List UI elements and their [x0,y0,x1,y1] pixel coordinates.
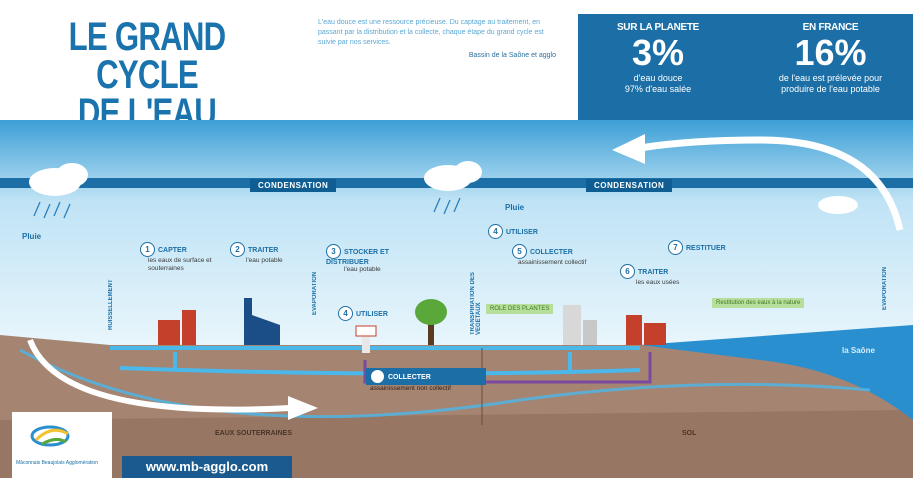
step-4b-number: 4 [338,306,353,321]
tree-icon [415,299,447,345]
intro-source: Bassin de la Saône et agglo [468,52,556,59]
step-3-number: 3 [326,244,341,259]
step-1-number: 1 [140,242,155,257]
step-5b-number: 5 [370,369,385,384]
ruissellement-label: RUISSELLEMENT [108,279,114,330]
stat-france-desc2: produire de l'eau potable [781,84,880,94]
cloud-icon [424,161,482,191]
water-tower-icon [355,325,377,353]
agglo-logo: Mâconnais Beaujolais Agglomération [12,412,112,478]
arrow-head [288,396,318,420]
stat-france: EN FRANCE 16% de l'eau est prélevée pour… [753,22,908,95]
cloud-icon [29,163,88,196]
evaporation-label-right: EVAPORATION [882,266,888,310]
river-saone [640,325,913,420]
step-5-title: COLLECTER [530,249,573,256]
stat-planet: SUR LA PLANETE 3% d'eau douce 97% d'eau … [588,22,728,95]
logo-text: Mâconnais Beaujolais Agglomération [16,460,98,466]
groundwater-flow [19,348,871,419]
rain-icon [33,197,461,219]
step-5b-title: COLLECTER [388,374,431,381]
stat-france-value: 16% [794,32,867,73]
river-label: la Saône [842,346,875,355]
step-1-sub: les eaux de surface et souterraines [148,257,212,272]
stat-france-desc1: de l'eau est prélevée pour [778,73,883,83]
stat-planet-desc1: d'eau douce [633,73,683,83]
step-2-title: TRAITER [248,247,279,254]
step-6-sub: les eaux usées [636,279,680,286]
evaporation-label-left: EVAPORATION [312,271,318,315]
ground-label-left: EAUX SOUTERRAINES [215,430,293,437]
website-link[interactable]: www.mb-agglo.com [122,456,292,478]
step-5-number: 5 [512,244,527,259]
intro-block: L'eau douce est une ressource précieuse.… [318,18,556,61]
wastewater-plant-icon [563,305,597,345]
plants-role-tag: ROLE DES PLANTES [486,304,554,314]
transpiration-label: TRANSPIRATION DES VEGETAUX [470,272,482,335]
step-1-title: CAPTER [158,247,187,254]
step-7-title: RESTITUER [686,245,726,252]
captage-building-icon [158,310,196,345]
step-3-sub: l'eau potable [344,266,381,273]
step-2-sub: l'eau potable [246,257,283,264]
stat-planet-desc2: 97% d'eau salée [624,84,692,94]
pluie-label-center: Pluie [505,203,525,212]
ground-label-right: SOL [682,430,697,437]
arrow-head [612,134,645,164]
evaporation-arrow [639,136,904,231]
restitution-plant-icon [626,315,666,345]
step-5-sub: assainissement collectif [518,259,587,266]
stat-france-label: EN FRANCE [802,22,859,33]
step-4-number: 4 [488,224,503,239]
step-6-title: TRAITER [638,269,669,276]
pipe-wastewater [363,352,652,384]
stat-planet-label: SUR LA PLANETE [616,22,700,33]
step-4-title: UTILISER [506,229,538,236]
step-4b-title: UTILISER [356,311,388,318]
step-3-title: STOCKER ET DISTRIBUER [326,249,389,266]
water-cycle-diagram [0,120,913,478]
stat-planet-value: 3% [631,32,685,73]
sky-area [0,120,913,350]
pluie-label-left: Pluie [22,232,42,241]
cloud-icon [818,196,858,214]
treatment-plant-icon [244,298,280,345]
step-7-number: 7 [668,240,683,255]
restitution-tag: Restitution des eaux à la nature [712,298,805,308]
step-5b-sub: assainissement non collectif [370,385,451,392]
condensation-label-right: CONDENSATION [586,179,673,192]
intro-text: L'eau douce est une ressource précieuse.… [318,19,544,46]
step-6-number: 6 [620,264,635,279]
page-title: LE GRAND CYCLE DE L'EAU [50,15,245,133]
step-2-number: 2 [230,242,245,257]
title-line-1: LE GRAND CYCLE [68,15,226,97]
logo-icon [30,425,70,447]
groundwater-arrow [27,338,291,413]
stats-panel: SUR LA PLANETE 3% d'eau douce 97% d'eau … [578,14,913,122]
condensation-label-left: CONDENSATION [250,179,337,192]
